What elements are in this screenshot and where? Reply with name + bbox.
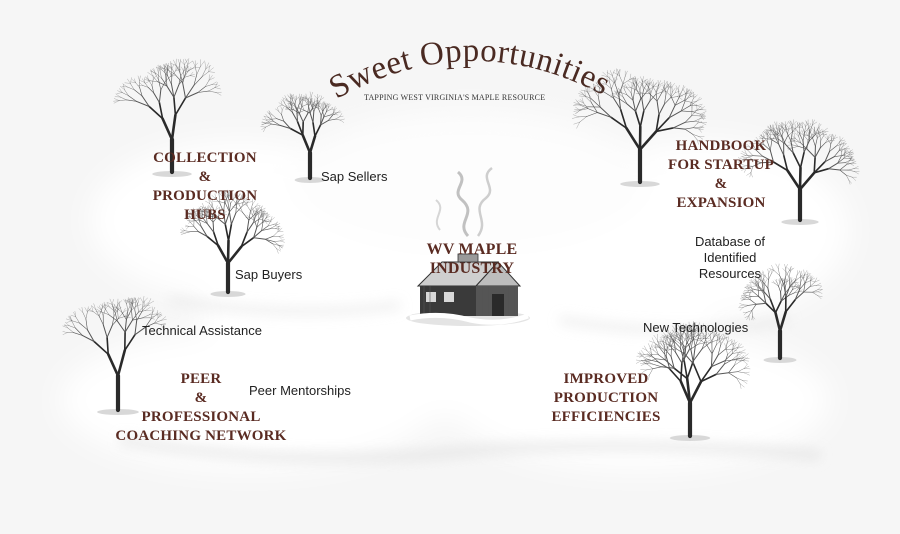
tree-collection-icon <box>113 58 222 177</box>
item-database-line-2: Identified <box>703 250 757 265</box>
node-collection-line-3: PRODUCTION <box>152 188 258 204</box>
subtitle: TAPPING WEST VIRGINIA'S MAPLE RESOURCE <box>364 93 546 102</box>
node-peer-line-3: PROFESSIONAL <box>141 409 261 425</box>
node-efficiencies-line-1: IMPROVED <box>563 371 649 387</box>
center-line-1: WV MAPLE <box>426 241 518 258</box>
item-sap-buyers: Sap Buyers <box>235 267 303 282</box>
item-new-technologies: New Technologies <box>643 320 749 335</box>
node-efficiencies-line-3: EFFICIENCIES <box>551 409 661 425</box>
tree-efficiencies-icon <box>636 321 751 441</box>
node-handbook-line-2: FOR STARTUP <box>668 157 774 173</box>
node-peer-professional-coaching: PEER & PROFESSIONAL COACHING NETWORK <box>106 370 296 446</box>
tree-handbook-left-icon <box>572 68 707 187</box>
snow-clouds <box>60 110 850 470</box>
sugar-shack-illustration <box>406 166 530 326</box>
center-line-2: INDUSTRY <box>429 260 515 277</box>
node-peer-line-4: COACHING NETWORK <box>115 428 287 444</box>
node-handbook-line-3: & <box>714 176 728 192</box>
tree-peer-icon <box>62 296 167 415</box>
node-improved-production-efficiencies: IMPROVED PRODUCTION EFFICIENCIES <box>536 370 676 427</box>
node-collection-line-1: COLLECTION <box>153 150 257 166</box>
item-technical-assistance: Technical Assistance <box>142 323 262 338</box>
item-database-line-3: Resources <box>698 266 762 281</box>
item-peer-mentorships: Peer Mentorships <box>249 383 351 398</box>
tree-illustrations <box>62 58 860 441</box>
item-sap-sellers: Sap Sellers <box>321 169 388 184</box>
node-efficiencies-line-2: PRODUCTION <box>553 390 659 406</box>
node-peer-line-1: PEER <box>180 371 222 387</box>
node-collection-line-2: & <box>198 169 212 185</box>
snow-shadows <box>119 296 821 463</box>
tree-handbook-right-icon <box>738 119 860 225</box>
item-database-identified-resources: Database of Identified Resources <box>680 234 780 282</box>
node-handbook-line-1: HANDBOOK <box>675 138 767 154</box>
tree-sap-sellers-icon <box>260 91 345 183</box>
tree-new-technologies-icon <box>738 263 823 363</box>
node-peer-line-2: & <box>194 390 208 406</box>
node-collection-line-4: HUBS <box>184 207 226 223</box>
item-database-line-1: Database of <box>694 234 766 249</box>
node-collection-production-hubs: COLLECTION & PRODUCTION HUBS <box>130 149 280 225</box>
tree-sap-buyers-icon <box>180 189 285 297</box>
node-handbook-startup-expansion: HANDBOOK FOR STARTUP & EXPANSION <box>656 137 786 213</box>
node-handbook-line-4: EXPANSION <box>676 195 766 211</box>
center-node-wv-maple-industry: WV MAPLE INDUSTRY <box>408 240 536 278</box>
